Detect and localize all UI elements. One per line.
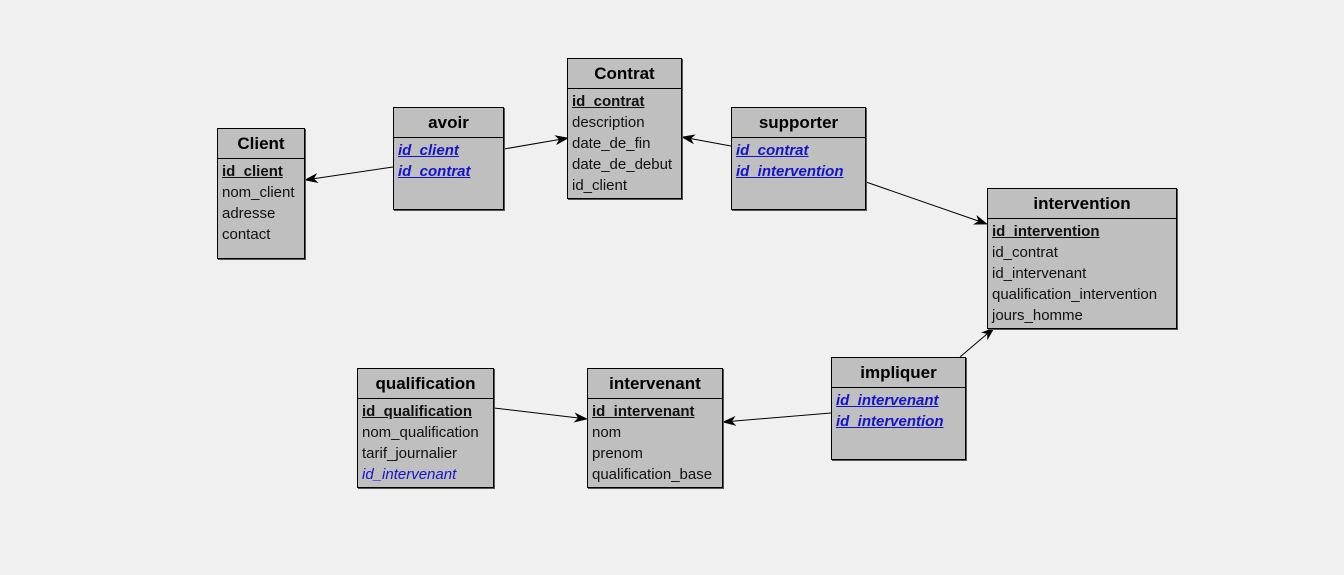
link-supporter-intervention xyxy=(865,181,988,225)
attribute-field: nom_qualification xyxy=(362,424,479,441)
entity-intervenant[interactable]: intervenant id_intervenant nom prenom qu… xyxy=(587,368,723,488)
attribute-field: id_contrat xyxy=(992,244,1058,261)
entity-qualification[interactable]: qualification id_qualification nom_quali… xyxy=(357,368,494,488)
entity-title: intervention xyxy=(988,189,1176,219)
attribute-field: id_client xyxy=(572,177,628,194)
attribute-field: nom_client xyxy=(222,184,295,201)
attribute-field: date_de_fin xyxy=(572,135,651,152)
primary-key-field: id_intervenant xyxy=(592,403,695,420)
entity-impliquer[interactable]: impliquer id_intervenant id_intervention xyxy=(831,357,966,460)
foreign-key-field: id_contrat xyxy=(398,163,471,180)
entity-intervention[interactable]: intervention id_intervention id_contrat … xyxy=(987,188,1177,329)
primary-key-field: id_client xyxy=(222,163,283,180)
primary-key-field: id_intervention xyxy=(992,223,1100,240)
entity-client[interactable]: Client id_client nom_client adresse cont… xyxy=(217,128,305,259)
attribute-field: jours_homme xyxy=(992,307,1083,324)
foreign-key-field: id_client xyxy=(398,142,459,159)
attribute-field: id_intervenant xyxy=(992,265,1087,282)
link-avoir-contrat xyxy=(503,135,569,150)
entity-title: qualification xyxy=(358,369,493,399)
attribute-field: contact xyxy=(222,226,271,243)
foreign-key-field: id_intervention xyxy=(836,413,944,430)
entity-title: Client xyxy=(218,129,304,159)
attribute-field: adresse xyxy=(222,205,276,222)
attribute-field: qualification_intervention xyxy=(992,286,1158,303)
attribute-field: prenom xyxy=(592,445,643,462)
entity-supporter[interactable]: supporter id_contrat id_intervention xyxy=(731,107,866,210)
entity-title: intervenant xyxy=(588,369,722,399)
entity-title: impliquer xyxy=(832,358,965,388)
attribute-field: qualification_base xyxy=(592,466,713,483)
entity-title: supporter xyxy=(732,108,865,138)
link-impliquer-intervention xyxy=(959,327,995,358)
entity-title: avoir xyxy=(394,108,503,138)
link-qualification-intervenant xyxy=(493,407,588,423)
attribute-field: date_de_debut xyxy=(572,156,673,173)
link-supporter-contrat xyxy=(681,134,732,147)
foreign-key-field: id_intervenant xyxy=(362,466,457,483)
primary-key-field: id_qualification xyxy=(362,403,473,420)
attribute-field: nom xyxy=(592,424,622,441)
entity-title: Contrat xyxy=(568,59,681,89)
attribute-field: description xyxy=(572,114,645,131)
attribute-field: tarif_journalier xyxy=(362,445,458,462)
entity-avoir[interactable]: avoir id_client id_contrat xyxy=(393,107,504,210)
link-impliquer-intervenant xyxy=(722,412,832,426)
entity-contrat[interactable]: Contrat id_contrat description date_de_f… xyxy=(567,58,682,199)
foreign-key-field: id_intervention xyxy=(736,163,844,180)
foreign-key-field: id_intervenant xyxy=(836,392,939,409)
link-avoir-client xyxy=(304,166,394,184)
primary-key-field: id_contrat xyxy=(572,93,645,110)
foreign-key-field: id_contrat xyxy=(736,142,809,159)
